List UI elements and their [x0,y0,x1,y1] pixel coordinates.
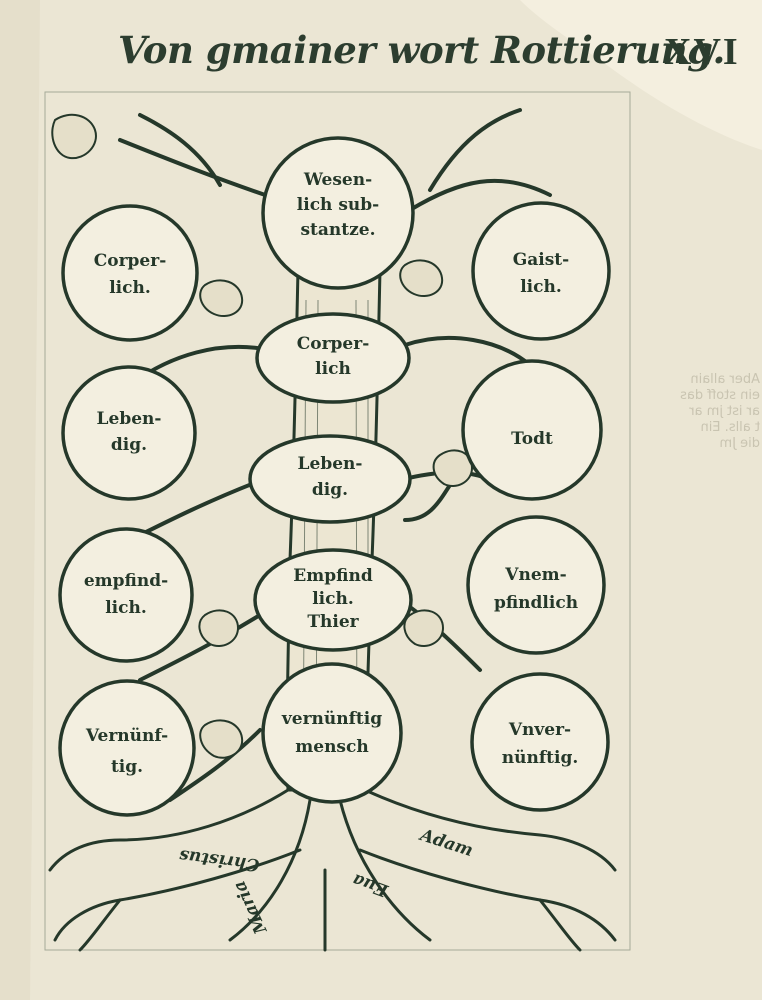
trunk-node-body: Corper-lich [255,312,411,404]
left-node-living: Leben-dig. [61,365,197,501]
right-node-irrational: Vnver-nünftig. [470,672,610,812]
right-node-insensible: Vnem-pfindlich [466,515,606,655]
svg-text:Todt: Todt [511,429,553,449]
svg-text:Vernünf-tig.: Vernünf-tig. [85,726,168,777]
root-label-christus: Christus [178,845,261,875]
left-node-corporeal: Corper-lich. [61,204,199,342]
svg-text:Wesen-lich sub-stantze.: Wesen-lich sub-stantze. [297,170,379,240]
trunk-node-substance: Wesen-lich sub-stantze. [261,136,415,290]
left-node-rational: Vernünf-tig. [58,679,196,817]
right-node-spiritual: Gaist-lich. [471,201,611,341]
svg-text:Corper-lich: Corper-lich [297,334,370,379]
svg-text:Gaist-lich.: Gaist-lich. [513,250,569,297]
root-label-adam: Adam [416,825,476,861]
folio-number: XVI [664,31,740,73]
tree-roots [48,788,617,952]
svg-text:Leben-dig.: Leben-dig. [298,454,363,500]
svg-text:Vnver-nünftig.: Vnver-nünftig. [502,720,579,768]
leaf-decorations [51,113,474,759]
svg-text:empfind-lich.: empfind-lich. [84,571,168,618]
root-label-maria: Maria [230,877,272,937]
svg-text:Corper-lich.: Corper-lich. [94,251,167,298]
trunk-node-living: Leben-dig. [248,434,412,524]
right-node-dead: Todt [461,359,603,501]
left-node-sensible: empfind-lich. [58,527,194,663]
svg-text:Leben-dig.: Leben-dig. [97,409,162,455]
svg-text:Vnem-pfindlich: Vnem-pfindlich [494,565,578,613]
tree-branches [118,108,552,802]
